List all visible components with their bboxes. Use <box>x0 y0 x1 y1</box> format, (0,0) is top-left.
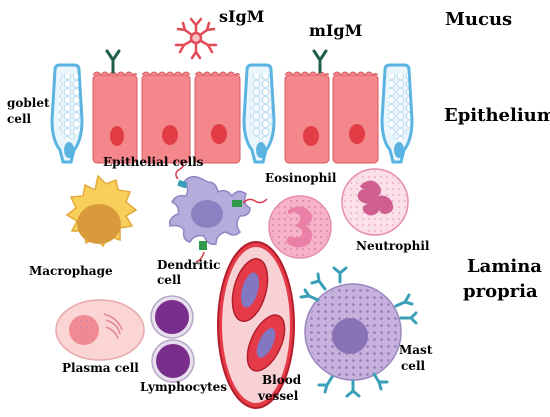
label-eosinophil: Eosinophil <box>265 171 337 185</box>
label-macrophage: Macrophage <box>29 264 113 278</box>
mast-cell <box>299 266 418 398</box>
macrophage <box>65 174 138 248</box>
label-goblet: goblet <box>7 96 50 110</box>
label-epithelial-cells: Epithelial cells <box>103 155 204 169</box>
migm-antibody <box>312 49 328 74</box>
label-mucus: Mucus <box>445 9 513 30</box>
epithelial-cell <box>194 71 241 164</box>
label-dendritic: Dendritic <box>157 258 221 272</box>
blood-vessel <box>217 241 295 409</box>
label-sigm: sIgM <box>219 7 265 26</box>
plasma-cell <box>55 299 145 361</box>
goblet-cell <box>50 63 84 164</box>
label-neutrophil: Neutrophil <box>356 239 430 253</box>
lymphocyte <box>150 295 194 339</box>
label-lamina: Lamina <box>467 256 542 277</box>
label-epithelium: Epithelium <box>444 105 550 126</box>
dendritic-cell <box>168 160 268 263</box>
epithelial-cell <box>141 71 191 164</box>
epithelial-cell <box>92 71 138 164</box>
label-dendritic-cell: cell <box>157 273 182 287</box>
lymphocyte <box>151 339 195 383</box>
eosinophil <box>268 195 332 259</box>
epithelial-cell-layer <box>92 71 379 164</box>
label-lymphocytes: Lymphocytes <box>140 380 228 394</box>
label-plasma-cell: Plasma cell <box>62 361 139 375</box>
label-blood: Blood <box>262 373 302 387</box>
label-goblet-cell: cell <box>7 112 32 126</box>
migm-antibody <box>105 49 121 74</box>
label-mast: Mast <box>399 343 433 357</box>
mast-cell-antibodies <box>299 266 418 398</box>
goblet-cell <box>242 63 276 164</box>
label-propria: propria <box>463 281 538 302</box>
neutrophil <box>341 168 409 236</box>
goblet-cell <box>380 63 414 164</box>
label-migm: mIgM <box>309 21 363 40</box>
label-vessel: vessel <box>258 389 299 403</box>
epithelial-cell <box>332 71 379 164</box>
label-mast-cell: cell <box>401 359 426 373</box>
epithelial-cell <box>284 71 330 164</box>
sigm-pentamer <box>174 17 218 60</box>
